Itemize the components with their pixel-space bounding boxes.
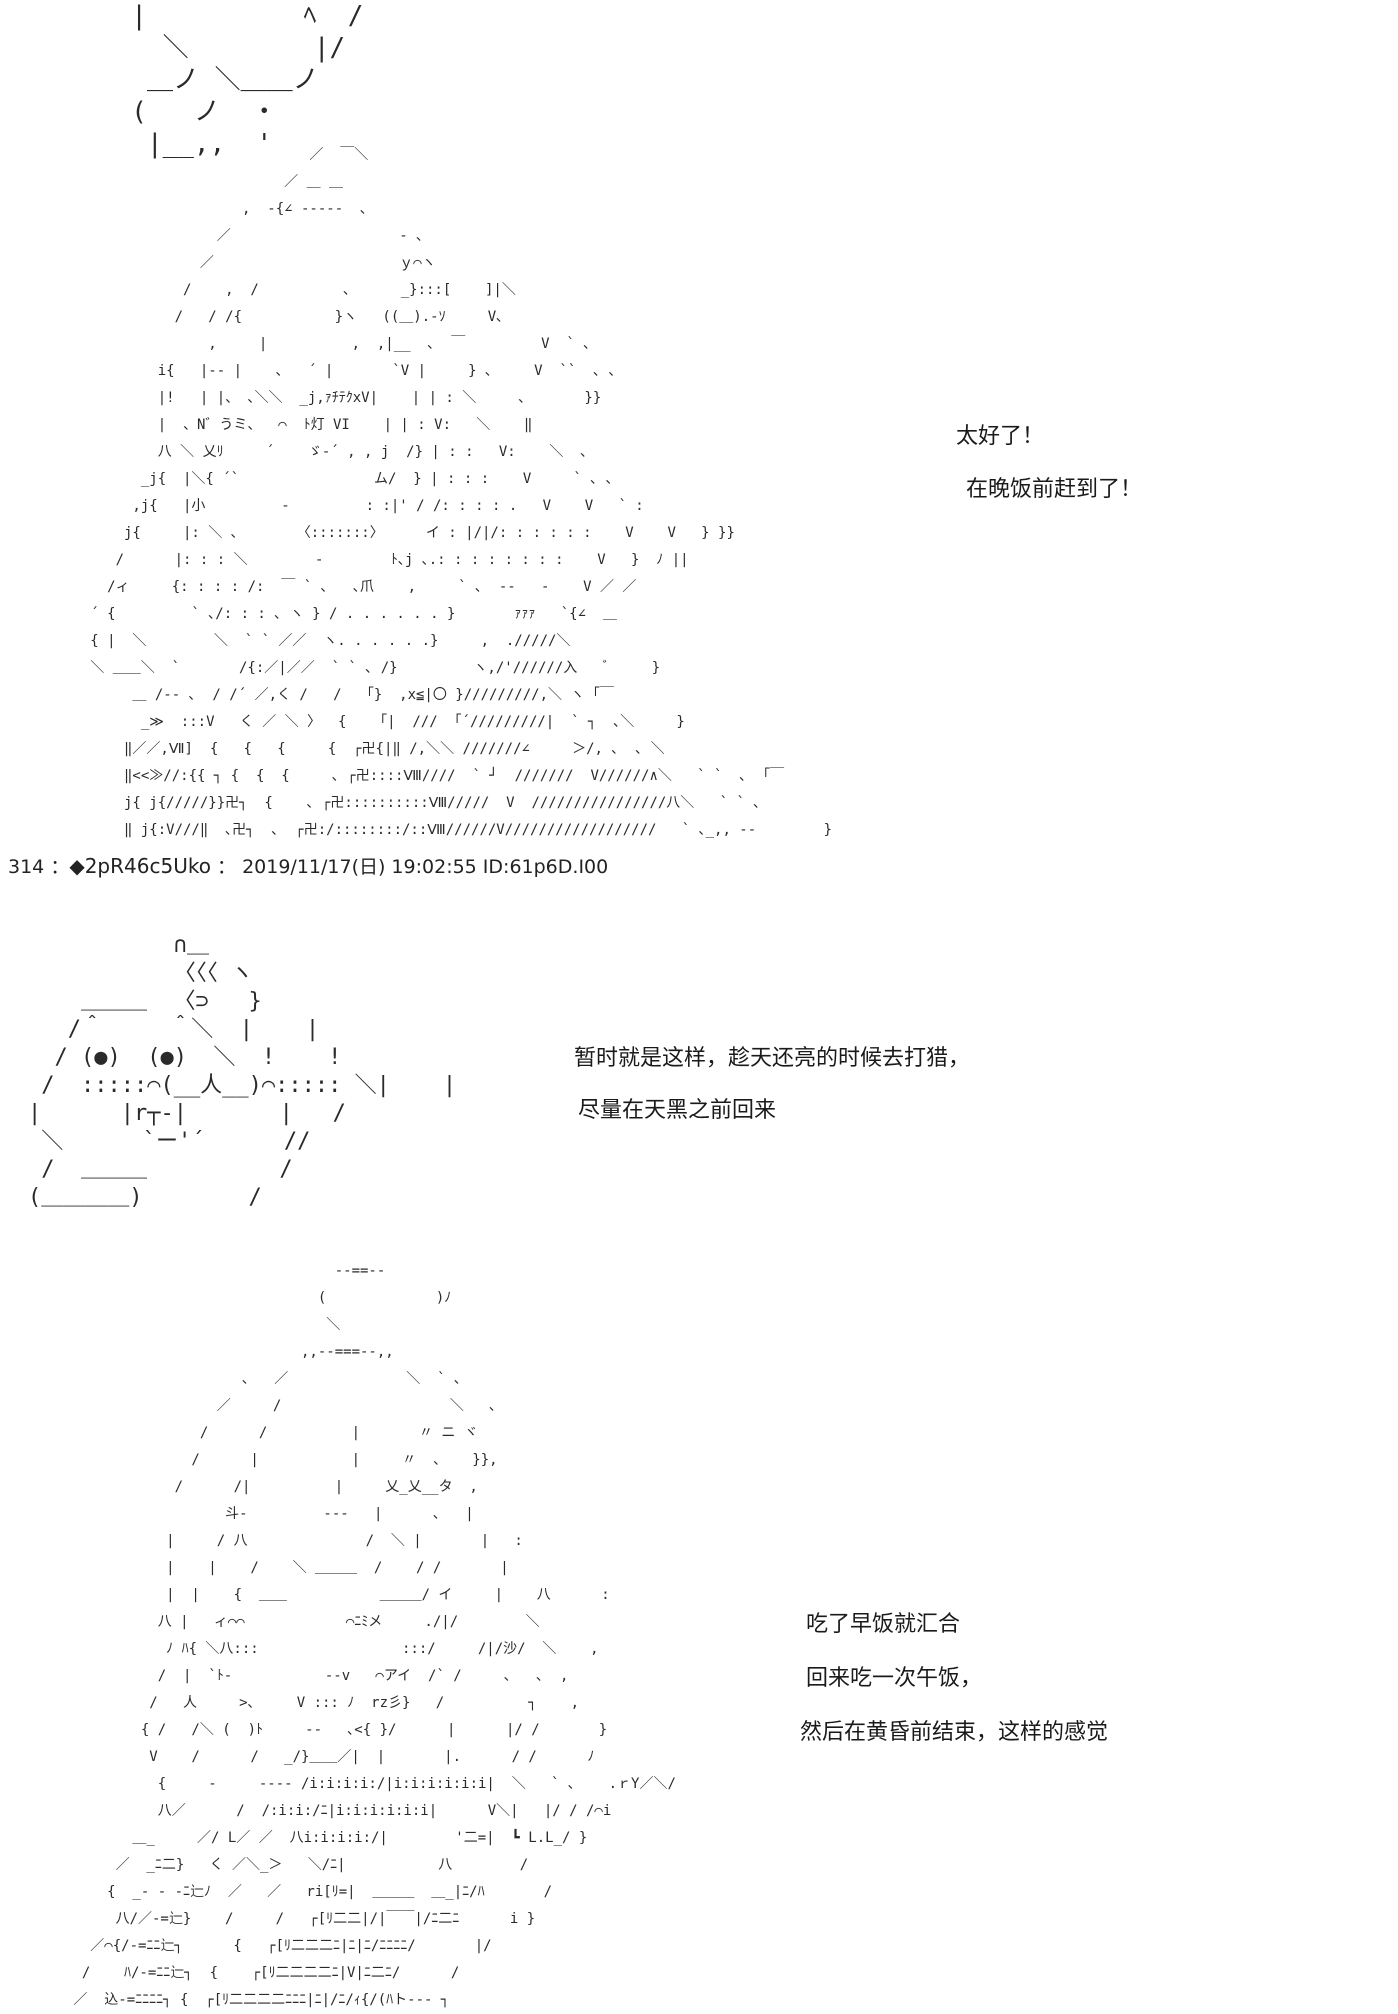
post-header: 314 ：◆2pR46c5Uko ： 2019/11/17(日) 19:02:5… — [8, 852, 608, 879]
dialogue-line: 尽量在天黑之前回来 — [578, 1098, 777, 1123]
ascii-art-girl-one: ／ ￣＼ ／ ＿ ＿ , ‐{∠ ---‐‐ ､ ／ ‐ ､ ／ ｙ⌒ヽ — [90, 147, 833, 838]
post-trip: ◆2pR46c5Uko — [69, 854, 211, 878]
dialogue-line: 然后在黄昏前结束，这样的感觉 — [800, 1720, 1109, 1745]
dialogue-line: 暂时就是这样，趁天还亮的时候去打猎， — [574, 1046, 971, 1071]
dialogue-line: 回来吃一次午饭， — [806, 1666, 983, 1691]
ascii-art-girl-two: ‐‐==‐‐ ( )ﾉ ＼ ,,‐‐===‐‐,, ､ ／ ＼ ` — [73, 1263, 676, 2008]
dialogue-line: 吃了早饭就汇合 — [806, 1612, 961, 1637]
dialogue-line: 在晚饭前赶到了！ — [966, 477, 1143, 502]
post-number: 314 — [8, 856, 45, 878]
ascii-art-bear: ∩＿ 〈〈〈 ヽ ＿＿＿ 〈⊃ } /＾ ＾＼ | | / (●) (●) ＼ … — [28, 933, 457, 1210]
post-separator: ： — [50, 856, 70, 878]
dialogue-line: 太好了！ — [956, 424, 1045, 449]
post-datetime: 2019/11/17(日) 19:02:55 ID:61p6D.I00 — [242, 856, 609, 878]
ascii-art-top-fragment: | ﾍ / ＼ |/ ＿ノ ＼＿＿ノ ( ノ ・ |__,, ' — [131, 1, 364, 159]
post-separator: ： — [217, 856, 237, 878]
